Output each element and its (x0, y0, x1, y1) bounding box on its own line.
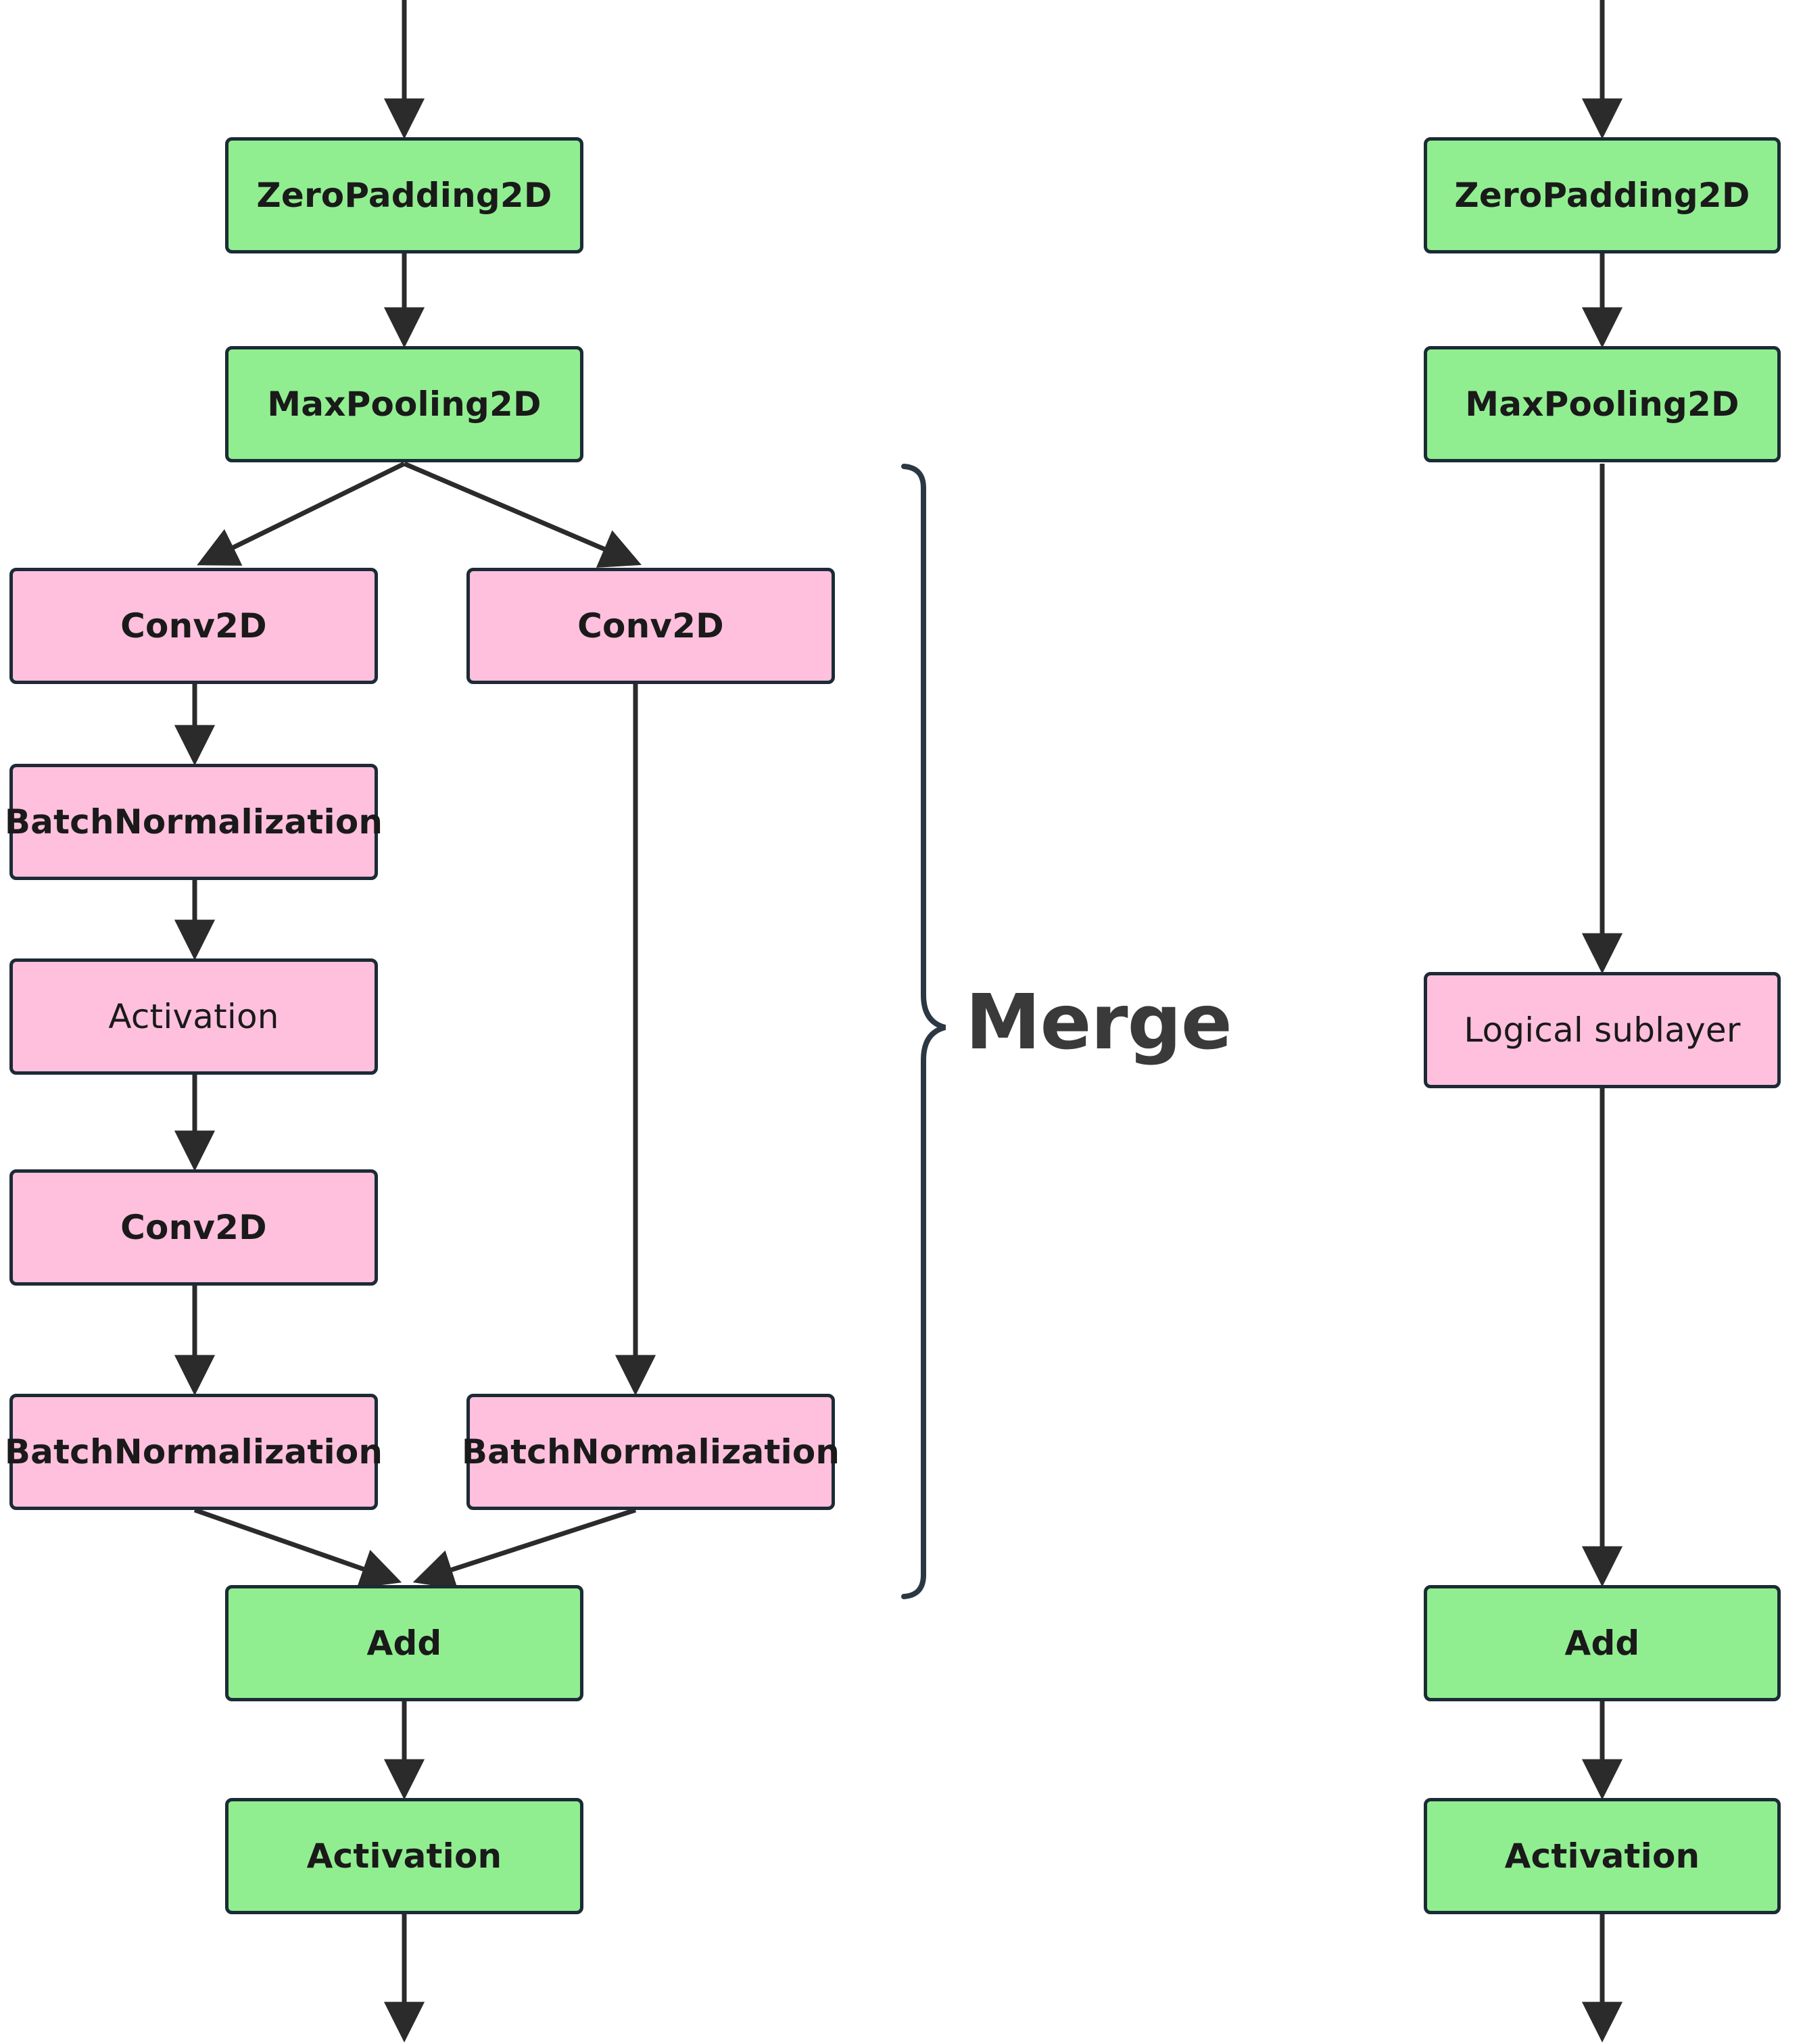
node-activation-right[interactable]: Activation (1424, 1798, 1781, 1914)
node-label: ZeroPadding2D (1454, 175, 1750, 215)
node-label: Logical sublayer (1464, 1010, 1741, 1050)
node-label: BatchNormalization (461, 1432, 840, 1471)
node-label: BatchNormalization (4, 802, 383, 842)
node-label: Add (1564, 1623, 1640, 1663)
node-logical-sublayer[interactable]: Logical sublayer (1424, 972, 1781, 1088)
node-label: Conv2D (120, 1207, 267, 1247)
node-conv2d-branch-a2[interactable]: Conv2D (9, 1169, 378, 1286)
merge-label: Merge (965, 979, 1232, 1067)
node-label: Conv2D (120, 606, 267, 646)
node-conv2d-branch-b[interactable]: Conv2D (466, 568, 835, 684)
edge-batchnorm-b-to-add (193, 1507, 402, 1588)
node-zeropadding2d-left[interactable]: ZeroPadding2D (225, 137, 583, 253)
node-maxpooling2d-right[interactable]: MaxPooling2D (1424, 346, 1781, 462)
node-batchnormalization-c[interactable]: BatchNormalization (462, 1394, 840, 1510)
edge-maxpooling-to-conv2d-b (403, 461, 642, 568)
node-zeropadding2d-right[interactable]: ZeroPadding2D (1424, 137, 1781, 253)
node-maxpooling2d-left[interactable]: MaxPooling2D (225, 346, 583, 462)
node-label: MaxPooling2D (1465, 384, 1739, 424)
node-label: Activation (306, 1836, 502, 1876)
edge-maxpooling-to-conv2d-a (197, 461, 406, 566)
node-label: Activation (1504, 1836, 1700, 1876)
node-label: ZeroPadding2D (256, 175, 552, 215)
edge-batchnorm-c-to-add (412, 1507, 637, 1590)
node-add-right[interactable]: Add (1424, 1585, 1781, 1701)
node-activation-left[interactable]: Activation (225, 1798, 583, 1914)
node-label: MaxPooling2D (267, 384, 542, 424)
node-label: Add (366, 1623, 442, 1663)
node-batchnormalization-b[interactable]: BatchNormalization (5, 1394, 383, 1510)
node-batchnormalization-a[interactable]: BatchNormalization (5, 764, 383, 880)
merge-bracket (901, 464, 946, 1599)
node-add-left[interactable]: Add (225, 1585, 583, 1701)
node-label: Conv2D (577, 606, 724, 646)
node-activation-a[interactable]: Activation (9, 958, 378, 1075)
node-label: Activation (108, 996, 279, 1036)
node-label: BatchNormalization (4, 1432, 383, 1471)
node-conv2d-branch-a[interactable]: Conv2D (9, 568, 378, 684)
